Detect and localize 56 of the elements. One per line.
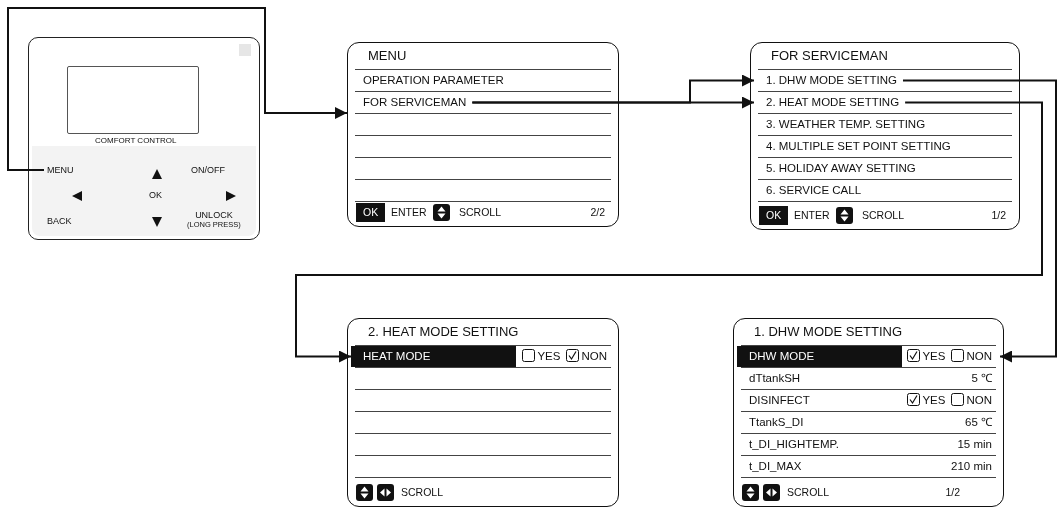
footer-hint: ENTER [794, 208, 830, 223]
button-label: ON/OFF [191, 165, 225, 175]
menu-item: 1. DHW MODE SETTING [754, 70, 903, 91]
setting-value: 5 ℃ [971, 372, 992, 384]
display-screen [750, 42, 1020, 230]
footer-hint: ENTER [391, 205, 427, 220]
display-screen [347, 42, 619, 227]
setting-value: 65 ℃ [965, 416, 992, 428]
setting-value: 15 min [957, 438, 992, 450]
button-label: BACK [47, 216, 72, 226]
menu-item: 2. HEAT MODE SETTING [754, 92, 906, 113]
setting-label: t_DI_HIGHTEMP. [748, 437, 839, 452]
setting-value: 210 min [951, 460, 992, 472]
menu-item: FOR SERVICEMAN [351, 92, 473, 113]
footer-hint: SCROLL [862, 208, 904, 223]
footer-hint: SCROLL [401, 485, 443, 500]
menu-item: 5. HOLIDAY AWAY SETTING [754, 158, 922, 179]
screen-title: FOR SERVICEMAN [771, 48, 888, 63]
option-label: NON [966, 350, 992, 362]
menu-item: 3. WEATHER TEMP. SETTING [754, 114, 932, 135]
connector-arrow [471, 96, 755, 109]
selected-setting-label: DHW MODE [737, 346, 902, 367]
footer-hint: SCROLL [459, 205, 501, 220]
remote-controller-drawing [28, 37, 260, 240]
page-indicator: 1/2 [945, 485, 960, 500]
lcd-display [67, 66, 199, 134]
setting-label: TtankS_DI [748, 415, 804, 430]
menu-item: 6. SERVICE CALL [754, 180, 868, 201]
ok-key: OK [759, 206, 789, 225]
ok-key: OK [356, 203, 386, 222]
option-label: YES [922, 350, 946, 362]
button-label: MENU [47, 165, 74, 175]
page-indicator: 2/2 [590, 205, 605, 220]
page-indicator: 1/2 [991, 208, 1006, 223]
option-label: YES [537, 350, 561, 362]
menu-item: 4. MULTIPLE SET POINT SETTING [754, 136, 957, 157]
button-label: OK [149, 190, 162, 200]
controller-label: COMFORT CONTROL [95, 136, 177, 145]
screen-title: 1. DHW MODE SETTING [754, 324, 903, 339]
selected-setting-label: HEAT MODE [351, 346, 516, 367]
screen-title: MENU [368, 48, 407, 63]
footer-hint: SCROLL [787, 485, 829, 500]
button-label: UNLOCK [194, 210, 234, 220]
display-screen [733, 318, 1004, 507]
screen-title: 2. HEAT MODE SETTING [368, 324, 519, 339]
connector-arrow [7, 7, 348, 171]
connector-arrow [295, 101, 1043, 363]
option-label: YES [922, 394, 946, 406]
option-label: NON [581, 350, 607, 362]
setting-label: DISINFECT [748, 393, 810, 408]
option-label: NON [966, 394, 992, 406]
connector-arrow [902, 79, 1057, 363]
setting-label: dTtankSH [748, 371, 801, 386]
setting-label: t_DI_MAX [748, 459, 802, 474]
menu-item: OPERATION PARAMETER [351, 70, 510, 91]
display-screen [347, 318, 619, 507]
